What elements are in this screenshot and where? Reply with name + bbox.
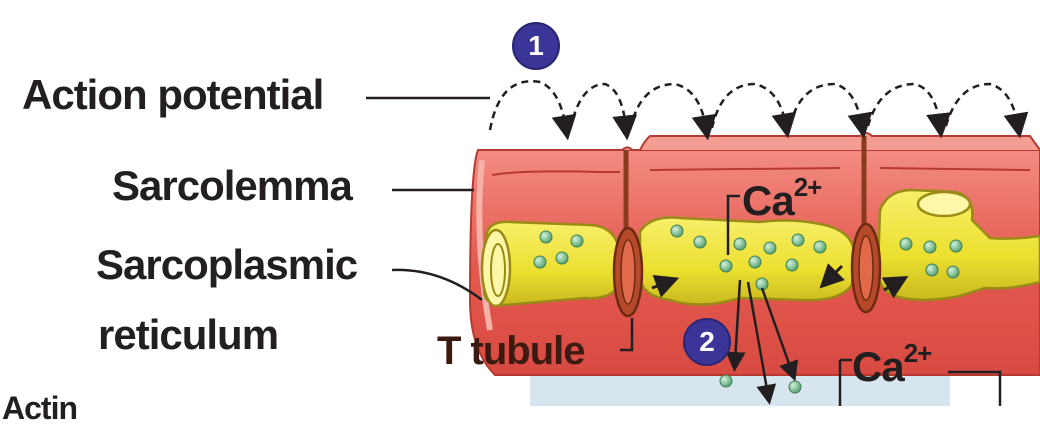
label-sr-line1: Sarcoplasmic — [96, 244, 357, 286]
action-potential-arcs — [490, 81, 1018, 130]
label-sr-line2: reticulum — [98, 314, 278, 356]
ion-ca-top-base: Ca — [742, 177, 794, 224]
label-t-tubule: T tubule — [437, 331, 585, 371]
ion-ca-top-charge: 2+ — [794, 172, 822, 202]
t-tubule-ring-left-inner — [621, 240, 635, 304]
t-tubule-ring-right-inner — [859, 236, 873, 300]
label-bottom-partial: Actin — [2, 392, 77, 424]
sr-opening-right — [918, 192, 970, 216]
ion-ca-bottom: Ca2+ — [852, 344, 931, 388]
label-sarcolemma: Sarcolemma — [112, 165, 352, 207]
ion-ca-bottom-charge: 2+ — [904, 338, 932, 368]
ion-ca-bottom-base: Ca — [852, 343, 904, 390]
ion-ca-top: Ca2+ — [742, 178, 821, 222]
diagram: Action potential Sarcolemma Sarcoplasmic… — [0, 0, 1040, 406]
sarcolemma-top-surface — [478, 133, 1040, 150]
step-2-badge: 2 — [683, 318, 731, 366]
step-1-badge: 1 — [512, 22, 560, 70]
label-action-potential: Action potential — [22, 74, 323, 116]
